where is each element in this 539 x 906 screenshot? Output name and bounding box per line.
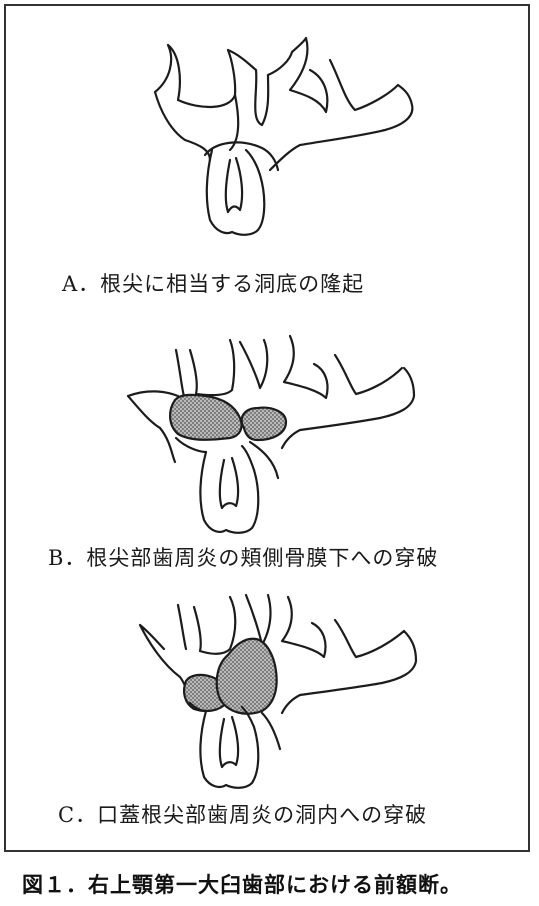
panel-b-buccal-lesion xyxy=(170,395,241,440)
panel-b-sinus-outline xyxy=(128,336,414,462)
panel-c-sinus-outline xyxy=(140,595,416,713)
panel-a-diagram xyxy=(0,0,539,250)
panel-a-sinus-outline xyxy=(155,38,412,170)
panel-a: A．根尖に相当する洞底の隆起 xyxy=(0,0,539,310)
panel-c-tooth xyxy=(200,707,258,788)
panel-c-caption: C．口蓋根尖部歯周炎の洞内への穿破 xyxy=(58,799,427,829)
panel-b-bone-line xyxy=(176,438,278,478)
panel-c-sinus-lesion xyxy=(217,639,277,714)
panel-c: C．口蓋根尖部歯周炎の洞内への穿破 xyxy=(0,585,539,835)
panel-c-diagram xyxy=(0,585,539,785)
panel-b-apex-lesion xyxy=(242,408,286,440)
panel-a-tooth xyxy=(207,150,264,235)
panel-a-sinus-floor xyxy=(205,142,278,170)
panel-a-caption: A．根尖に相当する洞底の隆起 xyxy=(62,268,364,298)
panel-b-diagram xyxy=(0,310,539,540)
panel-b-tooth xyxy=(200,446,258,533)
panel-b: B．根尖部歯周炎の頬側骨膜下への穿破 xyxy=(0,310,539,600)
panel-b-caption: B．根尖部歯周炎の頬側骨膜下への穿破 xyxy=(48,542,438,572)
figure-title: 図１．右上顎第一大臼歯部における前額断。 xyxy=(22,869,462,899)
